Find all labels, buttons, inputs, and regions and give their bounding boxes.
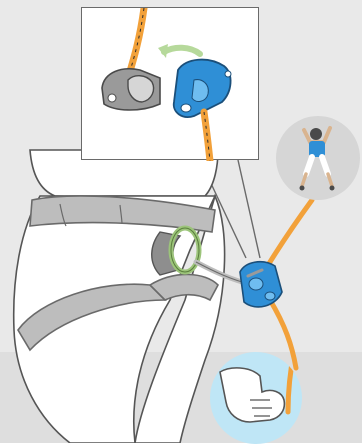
carabiner-outline [170, 227, 200, 273]
climber-badge [276, 116, 360, 200]
rotate-arrow-icon [158, 44, 203, 58]
brake-hand-icon [219, 352, 297, 423]
belay-device [239, 260, 283, 308]
belay-device-closeup-icon [101, 8, 232, 161]
hand-badge [210, 352, 302, 444]
callout-line-right [237, 159, 261, 259]
inset-detail [81, 7, 259, 161]
climber-figure-icon [299, 126, 335, 191]
rope-brake-strand [267, 297, 299, 371]
